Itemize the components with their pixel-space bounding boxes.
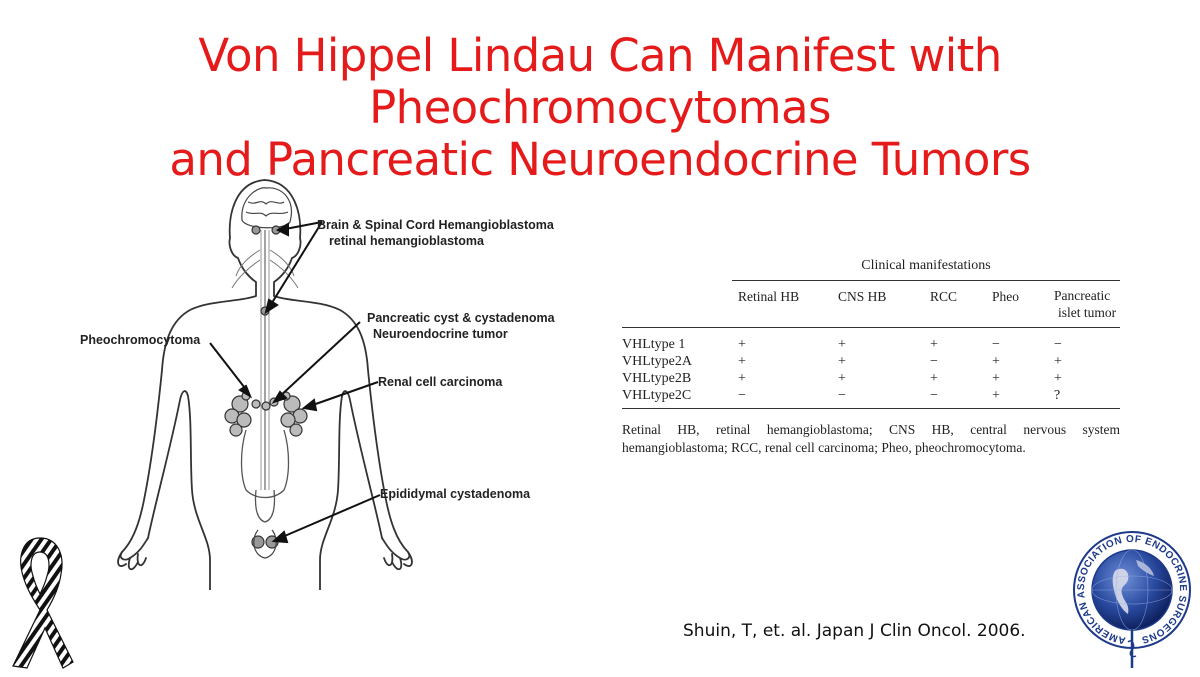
table-cell: + xyxy=(1054,371,1062,386)
label-pancreatic-line2: Neuroendocrine tumor xyxy=(373,327,508,341)
table-header-cell: Pheo xyxy=(992,289,1019,304)
zebra-ribbon-icon xyxy=(5,532,75,677)
label-pancreatic-cyst: Pancreatic cyst & cystadenoma Neuroendoc… xyxy=(367,310,555,342)
table-footnote: Retinal HB, retinal hemangioblastoma; CN… xyxy=(622,422,1120,455)
table-cell: + xyxy=(992,388,1000,403)
table-rule-middle xyxy=(622,327,1120,328)
table-cell: + xyxy=(838,337,846,352)
table-header-pancreatic: Pancreatic xyxy=(1054,288,1111,303)
table-cell: + xyxy=(930,371,938,386)
aaes-globe-logo-icon: AMERICAN ASSOCIATION OF ENDOCRINE SURGEO… xyxy=(1072,530,1192,675)
table-cell: + xyxy=(992,371,1000,386)
table-cell: + xyxy=(838,354,846,369)
table-cell: + xyxy=(1054,354,1062,369)
label-pheochromocytoma: Pheochromocytoma xyxy=(80,333,201,347)
table-rule-bottom xyxy=(622,408,1120,409)
table-rule-top xyxy=(732,280,1120,281)
table-header-cell: Pancreatic islet tumor xyxy=(1054,287,1120,321)
table-header-cell: CNS HB xyxy=(838,289,887,304)
table-cell: + xyxy=(738,337,746,352)
table-header-row: Retinal HB CNS HB RCC Pheo Pancreatic is… xyxy=(622,281,1120,327)
table-cell: + xyxy=(838,371,846,386)
slide-title-line2: and Pancreatic Neuroendocrine Tumors xyxy=(169,133,1031,186)
table-cell: + xyxy=(930,337,938,352)
table-row: VHLtype2B + + + + + xyxy=(622,370,1120,387)
body-diagram: Brain & Spinal Cord Hemangioblastoma ret… xyxy=(60,160,620,590)
label-pancreatic-line1: Pancreatic cyst & cystadenoma xyxy=(367,311,555,325)
table-cell: − xyxy=(992,337,1000,352)
table-body: VHLtype 1 + + + − − VHLtype2A + + − + + … xyxy=(622,328,1120,408)
table-caption: Clinical manifestations xyxy=(861,258,991,273)
label-renal-cell-carcinoma: Renal cell carcinoma xyxy=(378,375,503,389)
label-brain-line2: retinal hemangioblastoma xyxy=(329,234,484,248)
table-cell: VHLtype2B xyxy=(622,371,692,386)
table-cell: VHLtype 1 xyxy=(622,337,686,352)
table-row: VHLtype2A + + − + + xyxy=(622,353,1120,370)
label-brain-line1: Brain & Spinal Cord Hemangioblastoma xyxy=(317,218,554,232)
table-row: VHLtype2C − − − + ? xyxy=(622,387,1120,404)
table-cell: + xyxy=(738,371,746,386)
label-brain-spinal-hemangioblastoma: Brain & Spinal Cord Hemangioblastoma ret… xyxy=(317,217,554,249)
table-cell: − xyxy=(930,354,938,369)
table-header-cell xyxy=(622,289,738,321)
slide-title: Von Hippel Lindau Can Manifest with Pheo… xyxy=(0,30,1200,186)
table-cell: + xyxy=(992,354,1000,369)
table-cell: + xyxy=(738,354,746,369)
table-cell: − xyxy=(838,388,846,403)
table-header-islet: islet tumor xyxy=(1058,305,1117,320)
table-cell: VHLtype2C xyxy=(622,388,692,403)
table-cell: VHLtype2A xyxy=(622,354,692,369)
label-epididymal-cystadenoma: Epididymal cystadenoma xyxy=(380,487,531,501)
table-header-cell: Retinal HB xyxy=(738,289,800,304)
slide-title-line1: Von Hippel Lindau Can Manifest with Pheo… xyxy=(198,29,1002,134)
table-header-cell: RCC xyxy=(930,289,958,304)
table-row: VHLtype 1 + + + − − xyxy=(622,336,1120,353)
clinical-manifestations-table: Clinical manifestations Retinal HB CNS H… xyxy=(622,258,1120,457)
table-cell: − xyxy=(930,388,938,403)
citation: Shuin, T, et. al. Japan J Clin Oncol. 20… xyxy=(683,621,1026,641)
table-cell: ? xyxy=(1054,388,1061,403)
table-cell: − xyxy=(738,388,746,403)
body-outline-illustration xyxy=(117,179,413,590)
table-cell: − xyxy=(1054,337,1062,352)
